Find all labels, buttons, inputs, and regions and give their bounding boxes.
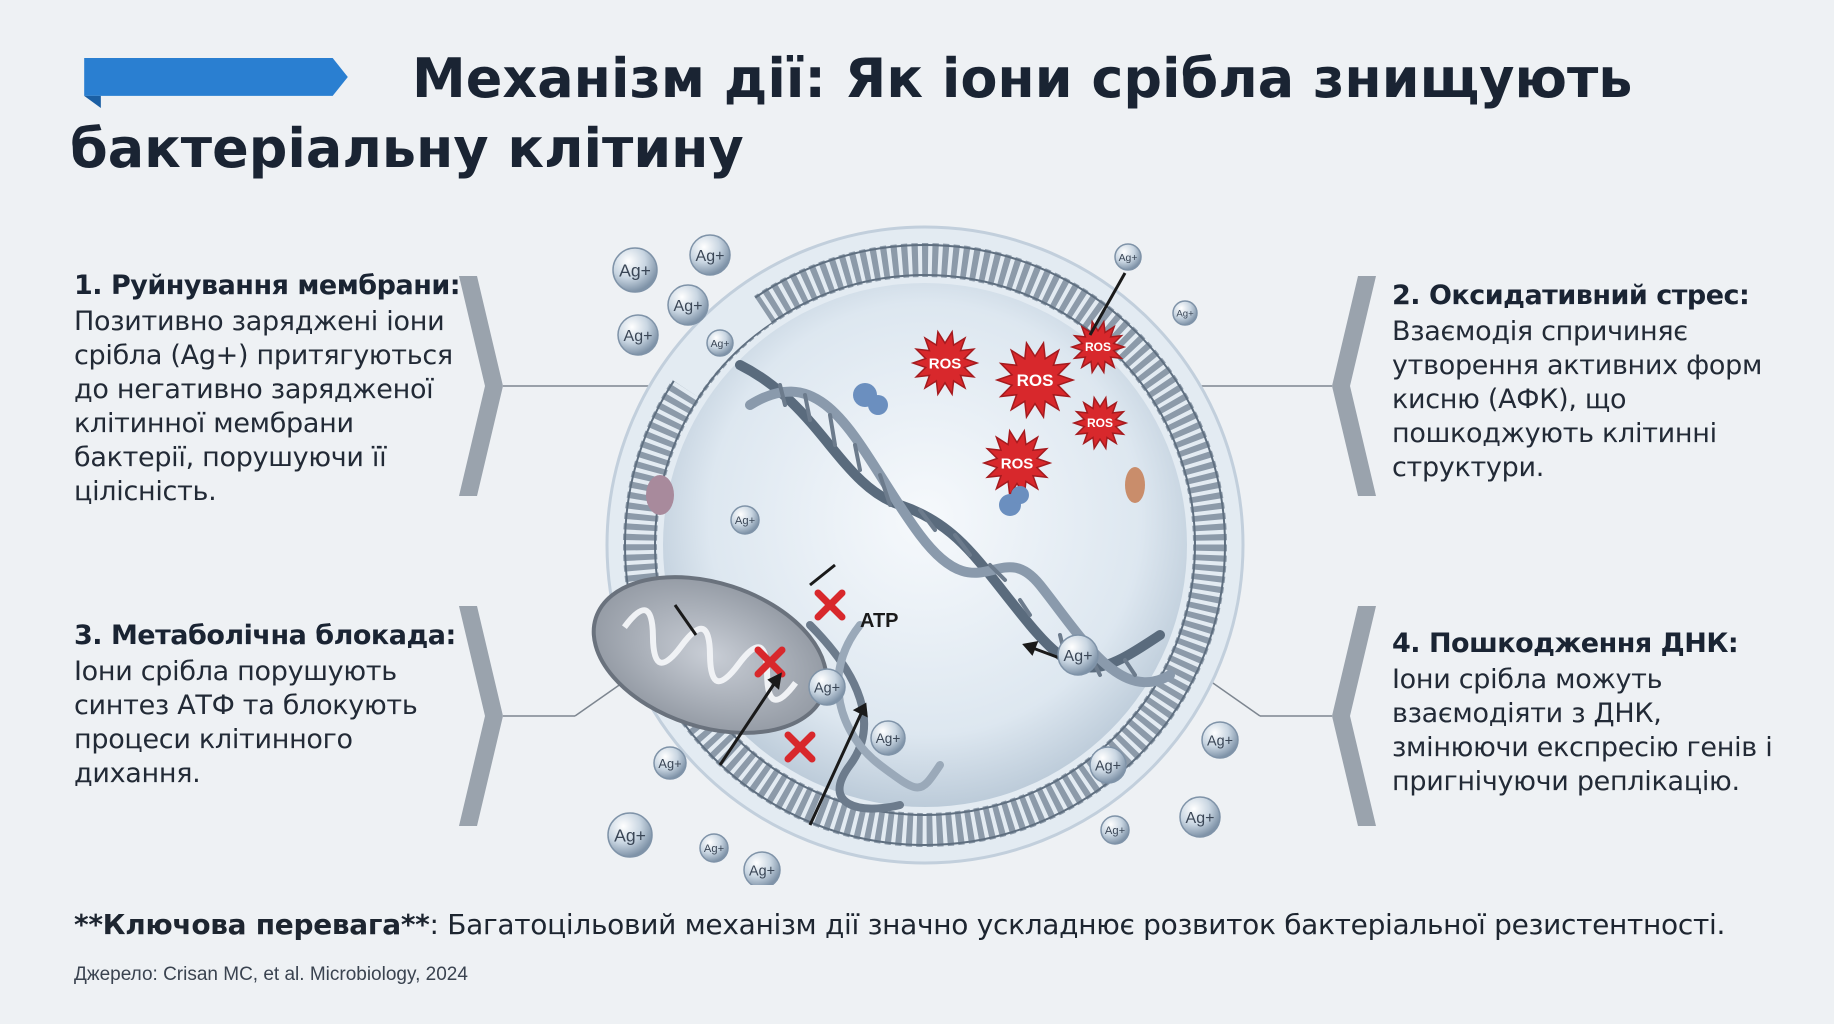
svg-text:Ag+: Ag+	[1105, 825, 1125, 837]
ros-burst: ROS ROS ROS ROS ROS	[910, 319, 1129, 498]
silver-ion: Ag+	[1172, 300, 1198, 326]
block-mark	[754, 589, 846, 763]
mechanism-title: 3. Метаболічна блокада:	[74, 620, 456, 651]
svg-text:Ag+: Ag+	[814, 680, 840, 696]
svg-text:Ag+: Ag+	[876, 731, 901, 746]
svg-text:Ag+: Ag+	[704, 843, 724, 855]
page-title: Механізм дії: Як іони срібла знищують ба…	[70, 47, 1633, 180]
chevron-connector-1	[459, 276, 650, 496]
mechanism-title: 4. Пошкодження ДНК:	[1392, 628, 1739, 659]
svg-text:ROS: ROS	[1001, 455, 1034, 472]
source-citation: Джерело: Crisan MC, et al. Microbiology,…	[74, 964, 468, 985]
svg-text:Ag+: Ag+	[696, 248, 725, 265]
silver-ion: Ag+	[699, 833, 729, 863]
silver-ion: Ag+	[689, 234, 731, 276]
svg-text:Ag+: Ag+	[1064, 648, 1093, 665]
mechanism-dna-damage: 4. Пошкодження ДНК: Іони срібла можуть в…	[1392, 628, 1792, 799]
silver-ion: Ag+	[730, 505, 760, 535]
silver-ion: Ag+	[1114, 243, 1142, 271]
silver-ion: Ag+	[706, 329, 734, 357]
key-advantage-label: **Ключова перевага**	[74, 908, 430, 941]
silver-ion: Ag+	[1057, 634, 1099, 676]
svg-text:Ag+: Ag+	[711, 339, 730, 350]
svg-text:Ag+: Ag+	[1176, 309, 1194, 320]
svg-text:Ag+: Ag+	[614, 826, 646, 846]
svg-text:Ag+: Ag+	[674, 298, 703, 315]
key-advantage-text: : Багатоцільовий механізм дії значно уск…	[429, 908, 1726, 941]
mechanism-oxidative-stress: 2. Оксидативний стрес: Взаємодія спричин…	[1392, 280, 1772, 485]
atp-label: ATP	[860, 610, 899, 632]
silver-ion: Ag+	[1100, 815, 1130, 845]
silver-ion: Ag+	[870, 720, 906, 756]
silver-ion: Ag+	[607, 812, 653, 858]
svg-text:ROS: ROS	[929, 355, 962, 372]
key-advantage: **Ключова перевага**: Багатоцільовий мех…	[74, 908, 1774, 941]
chevron-connector-2	[1180, 276, 1376, 496]
svg-text:Ag+: Ag+	[1095, 758, 1121, 774]
mechanism-text: Взаємодія спричиняє утворення активних ф…	[1392, 316, 1763, 483]
svg-text:Ag+: Ag+	[658, 756, 681, 771]
svg-text:Ag+: Ag+	[619, 261, 651, 281]
svg-text:ROS: ROS	[1017, 371, 1054, 390]
svg-text:Ag+: Ag+	[1186, 810, 1215, 827]
silver-ion: Ag+	[653, 746, 687, 780]
ros-burst: ROS	[1071, 395, 1129, 451]
svg-text:Ag+: Ag+	[1207, 733, 1233, 749]
ros-burst: ROS	[910, 329, 980, 397]
svg-text:Ag+: Ag+	[624, 328, 653, 345]
mechanism-metabolic-block: 3. Метаболічна блокада: Іони срібла пору…	[74, 620, 474, 791]
svg-text:Ag+: Ag+	[735, 515, 755, 527]
svg-text:Ag+: Ag+	[1119, 253, 1138, 264]
ros-burst: ROS	[981, 428, 1053, 498]
silver-ion: Ag+	[808, 668, 846, 706]
svg-text:ROS: ROS	[1085, 340, 1111, 354]
mechanism-title: 2. Оксидативний стрес:	[1392, 280, 1750, 311]
svg-text:Ag+: Ag+	[749, 863, 775, 879]
ros-burst: ROS	[994, 340, 1076, 420]
title-accent-bar	[84, 58, 348, 108]
silver-ion: Ag+	[1179, 796, 1221, 838]
mechanism-text: Іони срібла можуть взаємодіяти з ДНК, зм…	[1392, 664, 1773, 797]
svg-text:ROS: ROS	[1087, 416, 1113, 430]
silver-ions: Ag+ Ag+ Ag+ Ag+ Ag+ Ag+ Ag+ Ag+ Ag+ Ag+ Ag+ Ag+ Ag+ A…	[607, 234, 1239, 885]
silver-ion: Ag+	[1089, 746, 1127, 784]
mechanism-membrane-disruption: 1. Руйнування мембрани: Позитивно зарядж…	[74, 270, 474, 509]
silver-ion: Ag+	[1201, 721, 1239, 759]
silver-ion: Ag+	[743, 851, 781, 885]
silver-ion: Ag+	[612, 247, 658, 293]
mechanism-text: Позитивно заряджені іони срібла (Ag+) пр…	[74, 306, 453, 507]
mechanism-text: Іони срібла порушують синтез АТФ та блок…	[74, 656, 418, 789]
ros-burst: ROS	[1069, 319, 1127, 375]
mechanism-title: 1. Руйнування мембрани:	[74, 270, 461, 301]
silver-ion: Ag+	[667, 284, 709, 326]
silver-ion: Ag+	[617, 314, 659, 356]
